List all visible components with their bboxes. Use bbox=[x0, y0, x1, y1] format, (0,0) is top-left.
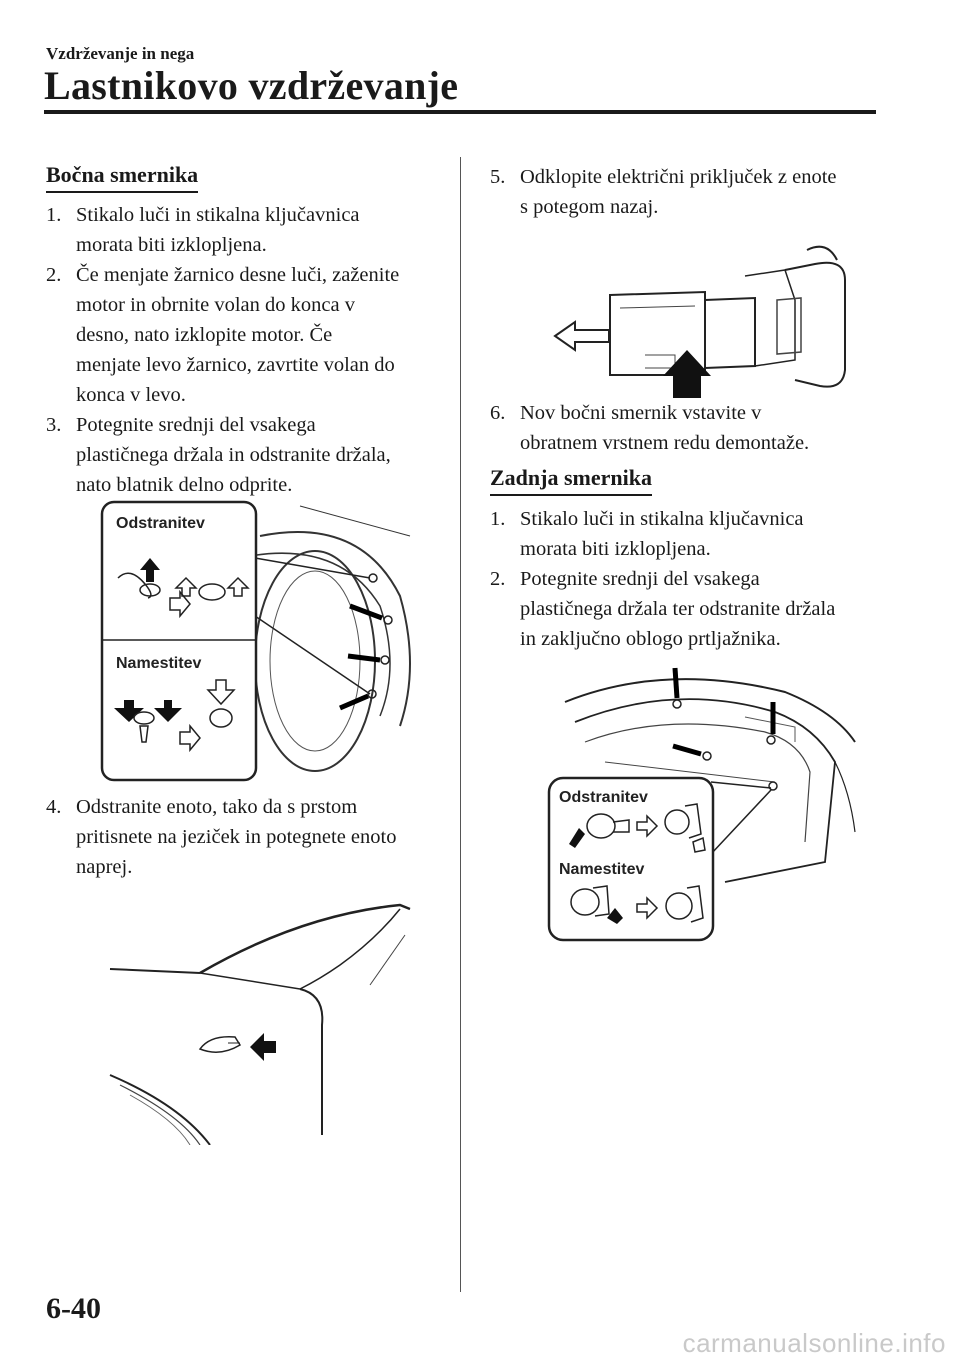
step-5: 5.Odklopite električni priključek z enot… bbox=[490, 162, 880, 222]
column-divider bbox=[460, 157, 461, 1292]
page-number: 6-40 bbox=[46, 1292, 101, 1325]
figure-connector-unit bbox=[545, 240, 865, 400]
step-item: 2.Če menjate žarnico desne luči, zaženit… bbox=[46, 264, 400, 406]
title-rule bbox=[44, 110, 876, 114]
step-item: 5.Odklopite električni priključek z enot… bbox=[490, 166, 837, 218]
side-indicator-heading: Bočna smernika bbox=[46, 162, 199, 193]
watermark: carmanualsonline.info bbox=[682, 1328, 946, 1358]
figure2-removal-label: Odstranitev bbox=[559, 789, 648, 806]
figure-trunk-clips: Odstranitev Namestitev bbox=[545, 662, 860, 944]
rear-indicator-heading: Zadnja smernika bbox=[490, 465, 652, 496]
figure1-removal-label: Odstranitev bbox=[116, 515, 205, 532]
page-title: Lastnikovo vzdrževanje bbox=[44, 63, 459, 108]
figure2-install-label: Namestitev bbox=[559, 861, 644, 878]
figure-clip-wheel-arch: Odstranitev Namestitev bbox=[100, 496, 420, 786]
section-label: Vzdrževanje in nega bbox=[46, 44, 195, 63]
figure1-install-label: Namestitev bbox=[116, 655, 201, 672]
figure-fender-indicator bbox=[100, 895, 420, 1145]
